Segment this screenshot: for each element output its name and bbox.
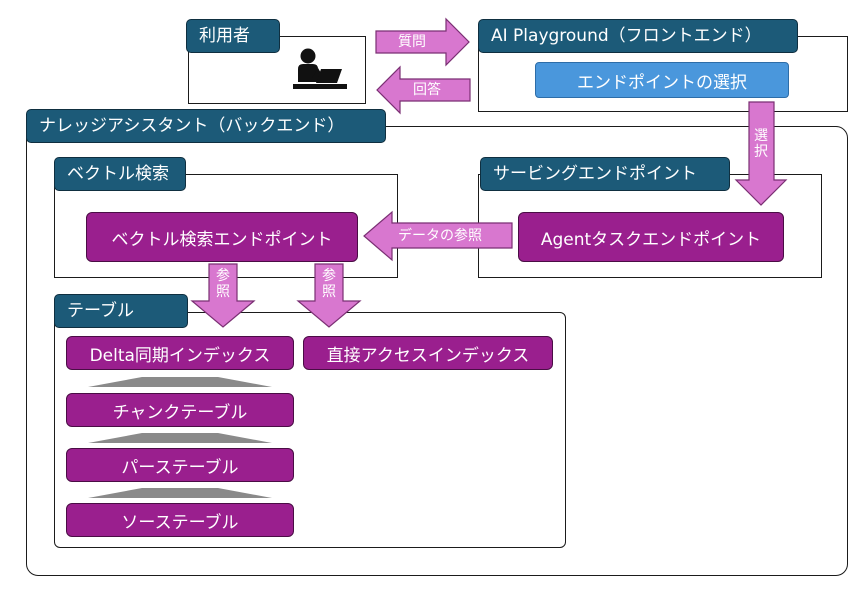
source-table-box: ソーステーブル [66,503,294,537]
select-endpoint-label: エンドポイントの選択 [577,72,747,93]
reference-arrow-delta [190,263,256,328]
serving-tab: サービングエンドポイント [480,157,730,191]
user-at-computer-icon [293,48,347,89]
delta-index-box: Delta同期インデックス [66,336,294,370]
parse-table-box: パーステーブル [66,448,294,482]
vector-search-title: ベクトル検索 [67,163,169,184]
chunk-table-label: チャンクテーブル [112,402,248,423]
select-arrow [734,101,788,206]
select-endpoint-box[interactable]: エンドポイントの選択 [535,62,789,98]
user-tab: 利用者 [186,19,280,53]
parse-table-label: パーステーブル [121,457,239,478]
question-arrow [375,17,470,67]
agent-task-endpoint-box: Agentタスクエンドポイント [518,212,784,262]
flow-parse-to-chunk [88,433,272,443]
answer-label: 回答 [413,82,441,98]
backend-title: ナレッジアシスタント（バックエンド） [39,115,345,136]
reference-arrow-direct [296,263,362,328]
vector-search-endpoint-label: ベクトル検索エンドポイント [111,229,333,250]
chunk-table-box: チャンクテーブル [66,393,294,427]
direct-index-label: 直接アクセスインデックス [326,345,530,366]
data-reference-label: データの参照 [398,228,482,244]
tables-title: テーブル [67,300,134,321]
reference-label-delta: 参 照 [216,268,230,300]
flow-source-to-parse [88,488,272,498]
vector-search-tab: ベクトル検索 [54,157,186,191]
frontend-tab: AI Playground（フロントエンド） [478,19,798,53]
question-label: 質問 [398,34,426,50]
direct-index-box: 直接アクセスインデックス [303,336,553,370]
user-label: 利用者 [199,25,250,46]
tables-tab: テーブル [54,294,188,328]
flow-chunk-to-delta [88,377,272,387]
frontend-title: AI Playground（フロントエンド） [491,25,762,46]
serving-title: サービングエンドポイント [493,163,697,184]
select-label: 選 択 [754,128,768,160]
answer-arrow [376,65,471,115]
backend-tab: ナレッジアシスタント（バックエンド） [26,109,386,143]
vector-search-endpoint-box: ベクトル検索エンドポイント [86,212,358,262]
data-reference-arrow [363,210,513,262]
agent-task-endpoint-label: Agentタスクエンドポイント [540,229,762,250]
reference-label-direct: 参 照 [322,268,336,300]
source-table-label: ソーステーブル [121,512,239,533]
delta-index-label: Delta同期インデックス [89,345,271,366]
